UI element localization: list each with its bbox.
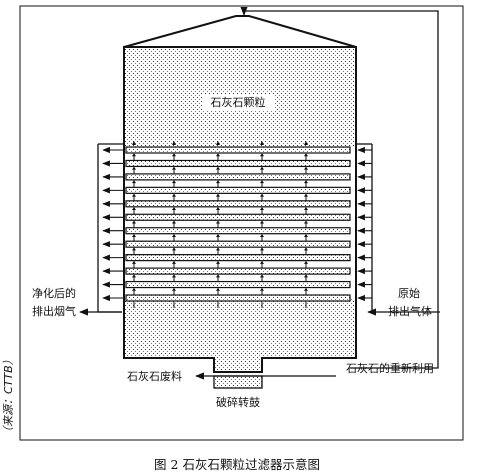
figure-caption: 图 2 石灰石颗粒过滤器示意图 bbox=[154, 457, 320, 472]
clean-gas-label-line1: 净化后的 bbox=[32, 286, 76, 300]
flow-arrowhead bbox=[216, 153, 220, 157]
flow-arrowhead bbox=[132, 287, 136, 291]
flow-arrowhead bbox=[132, 233, 136, 237]
flow-arrowhead bbox=[304, 207, 308, 211]
filter-layer bbox=[125, 186, 351, 194]
raw-gas-label-line2: 排出气体 bbox=[388, 304, 432, 318]
flow-arrowhead bbox=[216, 180, 220, 184]
flow-arrowhead bbox=[216, 220, 220, 224]
flow-arrowhead bbox=[132, 153, 136, 157]
flow-arrowhead bbox=[172, 233, 176, 237]
filter-layer bbox=[125, 254, 351, 262]
flow-arrowhead bbox=[216, 287, 220, 291]
filter-layer bbox=[125, 213, 351, 221]
flow-arrowhead bbox=[172, 180, 176, 184]
flow-arrowhead bbox=[216, 193, 220, 197]
flow-arrowhead bbox=[132, 274, 136, 278]
flow-arrowhead bbox=[304, 287, 308, 291]
flow-arrowhead bbox=[260, 260, 264, 264]
clean-gas-manifold bbox=[97, 143, 124, 313]
flow-arrowhead bbox=[304, 233, 308, 237]
raw-gas-label-line1: 原始 bbox=[398, 286, 420, 300]
flow-arrowhead bbox=[304, 193, 308, 197]
flow-arrowhead bbox=[260, 287, 264, 291]
flow-arrowhead bbox=[216, 247, 220, 251]
flow-arrowhead bbox=[172, 153, 176, 157]
flow-arrowhead bbox=[304, 260, 308, 264]
flow-arrowhead bbox=[172, 247, 176, 251]
flow-arrowhead bbox=[132, 193, 136, 197]
flow-arrowhead bbox=[172, 287, 176, 291]
flow-arrowhead bbox=[304, 153, 308, 157]
flow-arrowhead bbox=[216, 233, 220, 237]
flow-arrowhead bbox=[216, 141, 220, 145]
filter-layer bbox=[125, 240, 351, 248]
flow-arrowhead bbox=[304, 247, 308, 251]
flow-arrowhead bbox=[132, 180, 136, 184]
flow-arrowhead bbox=[172, 260, 176, 264]
flow-arrowhead bbox=[260, 207, 264, 211]
flow-arrowhead bbox=[304, 274, 308, 278]
flow-arrowhead bbox=[260, 141, 264, 145]
flow-arrowhead bbox=[172, 166, 176, 170]
flow-arrowhead bbox=[172, 274, 176, 278]
flow-arrowhead bbox=[260, 193, 264, 197]
filter-layer bbox=[125, 294, 351, 302]
filter-layer bbox=[125, 200, 351, 208]
crushing-drum bbox=[213, 375, 263, 389]
flow-arrowhead bbox=[132, 166, 136, 170]
filter-layer bbox=[125, 173, 351, 181]
outer-frame bbox=[19, 5, 464, 441]
clean-gas-label-line2: 排出烟气 bbox=[32, 304, 76, 318]
granules-label: 石灰石颗粒 bbox=[211, 95, 266, 109]
vessel-roof bbox=[123, 15, 357, 48]
flow-arrowhead bbox=[216, 207, 220, 211]
flow-arrowhead bbox=[216, 166, 220, 170]
flow-arrowhead bbox=[260, 247, 264, 251]
flow-arrowhead bbox=[132, 207, 136, 211]
flow-arrowhead bbox=[260, 166, 264, 170]
flow-arrowhead bbox=[132, 260, 136, 264]
flow-arrowhead bbox=[172, 207, 176, 211]
filter-layer bbox=[125, 227, 351, 235]
recycle-line bbox=[240, 6, 439, 369]
flow-arrowhead bbox=[304, 220, 308, 224]
flow-arrowhead bbox=[260, 220, 264, 224]
flow-arrowhead bbox=[172, 220, 176, 224]
flow-arrowhead bbox=[304, 166, 308, 170]
source-note: （来源：CTTB） bbox=[2, 354, 15, 438]
flow-arrowhead bbox=[304, 141, 308, 145]
flow-arrowhead bbox=[132, 220, 136, 224]
recycle-label: 石灰石的重新利用 bbox=[346, 361, 434, 375]
flow-arrowhead bbox=[172, 193, 176, 197]
flow-arrowhead bbox=[132, 247, 136, 251]
filter-layer bbox=[125, 146, 351, 154]
filter-layer bbox=[125, 267, 351, 275]
flow-arrowhead bbox=[172, 141, 176, 145]
flow-arrowhead bbox=[260, 153, 264, 157]
drum-label: 破碎转鼓 bbox=[216, 395, 260, 409]
filter-layer bbox=[125, 280, 351, 289]
filter-bed bbox=[125, 141, 355, 308]
waste-label: 石灰石废料 bbox=[127, 369, 182, 383]
flow-arrowhead bbox=[260, 274, 264, 278]
flow-arrowhead bbox=[260, 180, 264, 184]
raw-gas-manifold bbox=[356, 143, 373, 312]
flow-arrowhead bbox=[216, 274, 220, 278]
flow-arrowhead bbox=[216, 260, 220, 264]
flow-arrowhead bbox=[132, 141, 136, 145]
bed-background bbox=[125, 146, 355, 298]
filter-layer bbox=[125, 159, 351, 168]
flow-arrowhead bbox=[304, 180, 308, 184]
flow-arrowhead bbox=[260, 233, 264, 237]
